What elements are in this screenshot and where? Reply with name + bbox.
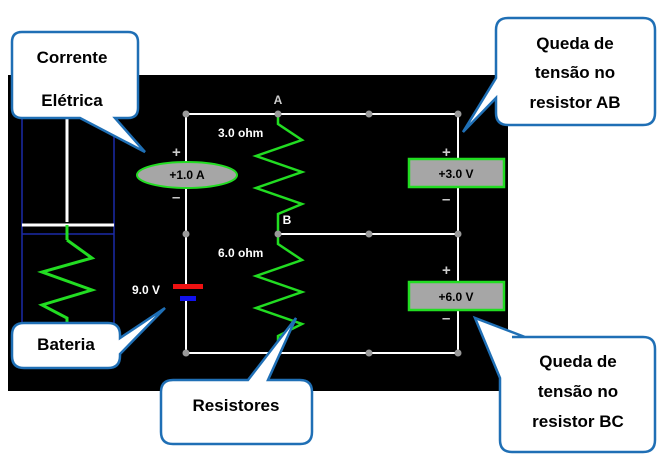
callout-current-line1: Corrente bbox=[37, 48, 108, 67]
callout-drop-ab-line1: Queda de bbox=[536, 34, 613, 53]
callout-drop-ab-line3: resistor AB bbox=[529, 93, 620, 112]
node-b-label: B bbox=[283, 213, 292, 227]
resistor-ab-label: 3.0 ohm bbox=[218, 126, 263, 140]
ammeter[interactable]: + +1.0 A – bbox=[136, 144, 238, 206]
callout-drop-bc-line1: Queda de bbox=[539, 352, 616, 371]
resistor-bc-label: 6.0 ohm bbox=[218, 246, 263, 260]
node-a-label: A bbox=[274, 93, 283, 107]
voltmeter-bc-minus-sign: – bbox=[442, 310, 450, 327]
callout-current-line2: Elétrica bbox=[41, 91, 103, 110]
callout-battery-text: Bateria bbox=[37, 335, 95, 354]
callout-drop-ab-line2: tensão no bbox=[535, 63, 615, 82]
battery[interactable]: 9.0 V bbox=[132, 283, 203, 301]
voltmeter-bc-reading: +6.0 V bbox=[438, 290, 473, 304]
callout-drop-bc: Queda de tensão no resistor BC bbox=[472, 315, 657, 454]
resistor-ab[interactable] bbox=[252, 114, 306, 234]
ammeter-plus-sign: + bbox=[172, 144, 181, 161]
ammeter-reading: +1.0 A bbox=[169, 168, 205, 182]
callout-current: Corrente Elétrica bbox=[10, 30, 146, 154]
battery-label: 9.0 V bbox=[132, 283, 160, 297]
callout-drop-bc-line2: tensão no bbox=[538, 382, 618, 401]
voltmeter-bc[interactable]: + +6.0 V – bbox=[407, 262, 506, 327]
voltmeter-bc-plus-sign: + bbox=[442, 262, 451, 279]
voltmeter-ab-reading: +3.0 V bbox=[438, 167, 473, 181]
voltmeter-ab-plus-sign: + bbox=[442, 144, 451, 161]
ammeter-minus-sign: – bbox=[172, 189, 180, 206]
battery-negative-plate bbox=[180, 296, 196, 301]
callout-drop-bc-line3: resistor BC bbox=[532, 412, 624, 431]
callout-resistors: Resistores bbox=[159, 317, 314, 446]
voltmeter-ab-minus-sign: – bbox=[442, 191, 450, 208]
callout-battery: Bateria bbox=[10, 306, 166, 370]
battery-positive-plate bbox=[173, 284, 203, 289]
voltmeter-ab[interactable]: + +3.0 V – bbox=[407, 144, 506, 208]
callout-drop-ab: Queda de tensão no resistor AB bbox=[461, 16, 657, 133]
callout-resistors-text: Resistores bbox=[193, 396, 280, 415]
